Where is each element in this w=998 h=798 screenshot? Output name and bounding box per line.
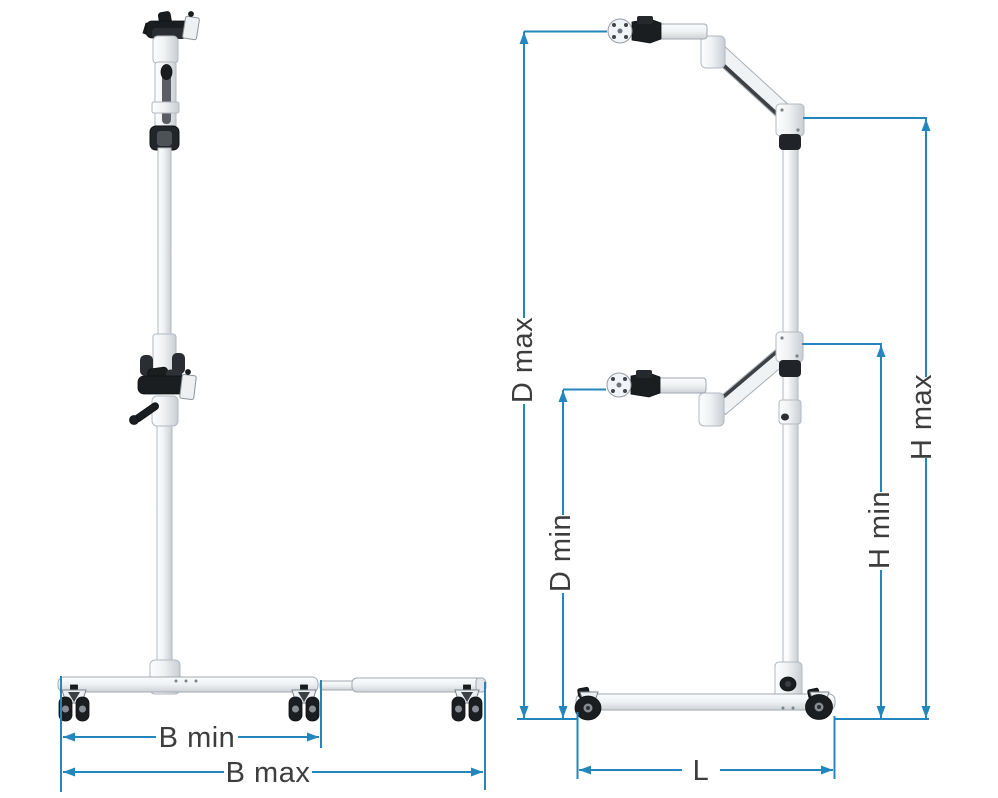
arrowhead-up (519, 32, 529, 44)
arrowhead-down (921, 706, 931, 718)
side-caster-left (574, 686, 602, 721)
side-base-bar (575, 693, 836, 711)
front-caster-right (288, 684, 320, 722)
label-b-min: B min (159, 722, 236, 754)
side-caster-right (805, 687, 833, 720)
arrowhead-down (558, 706, 568, 718)
arrowhead-left (63, 732, 75, 742)
front-clamp-knob (149, 125, 180, 151)
label-b-max: B max (226, 757, 311, 789)
arrowhead-left (63, 767, 75, 777)
label-length: L (693, 755, 710, 787)
label-d-min: D min (545, 514, 577, 592)
side-pole-collar (778, 399, 802, 425)
arrowhead-left (579, 765, 591, 775)
arrowhead-up (921, 119, 931, 131)
front-caster-extension (451, 684, 483, 722)
arrowhead-right (471, 767, 483, 777)
front-pole-upper (157, 147, 172, 339)
side-lower-vesa-head (606, 372, 632, 398)
side-view-dimensions: D max D min H max H min L (507, 30, 940, 787)
arrowhead-down (519, 706, 529, 718)
side-upper-vesa-head (607, 18, 633, 44)
front-slide-tube (151, 61, 180, 129)
arrowhead-right (821, 765, 833, 775)
label-h-max: H max (906, 374, 938, 460)
arrowhead-down (876, 706, 886, 718)
arrowhead-up (876, 345, 886, 357)
front-base-bar (57, 676, 319, 693)
side-lower-arm (606, 331, 804, 427)
arrowhead-up (558, 390, 568, 402)
arrowhead-right (307, 732, 319, 742)
side-upper-arm (607, 16, 805, 150)
label-d-max: D max (507, 317, 539, 403)
front-view-dimensions: B min B max (60, 676, 486, 792)
label-h-min: H min (864, 491, 896, 569)
front-pole-lower (156, 425, 173, 667)
front-caster-left (58, 684, 90, 722)
front-mid-holder (129, 333, 197, 427)
side-view (574, 16, 836, 721)
front-view (57, 11, 487, 722)
front-top-cylinder (152, 35, 179, 65)
front-extension-tube (319, 680, 357, 691)
side-base-junction (774, 661, 803, 699)
